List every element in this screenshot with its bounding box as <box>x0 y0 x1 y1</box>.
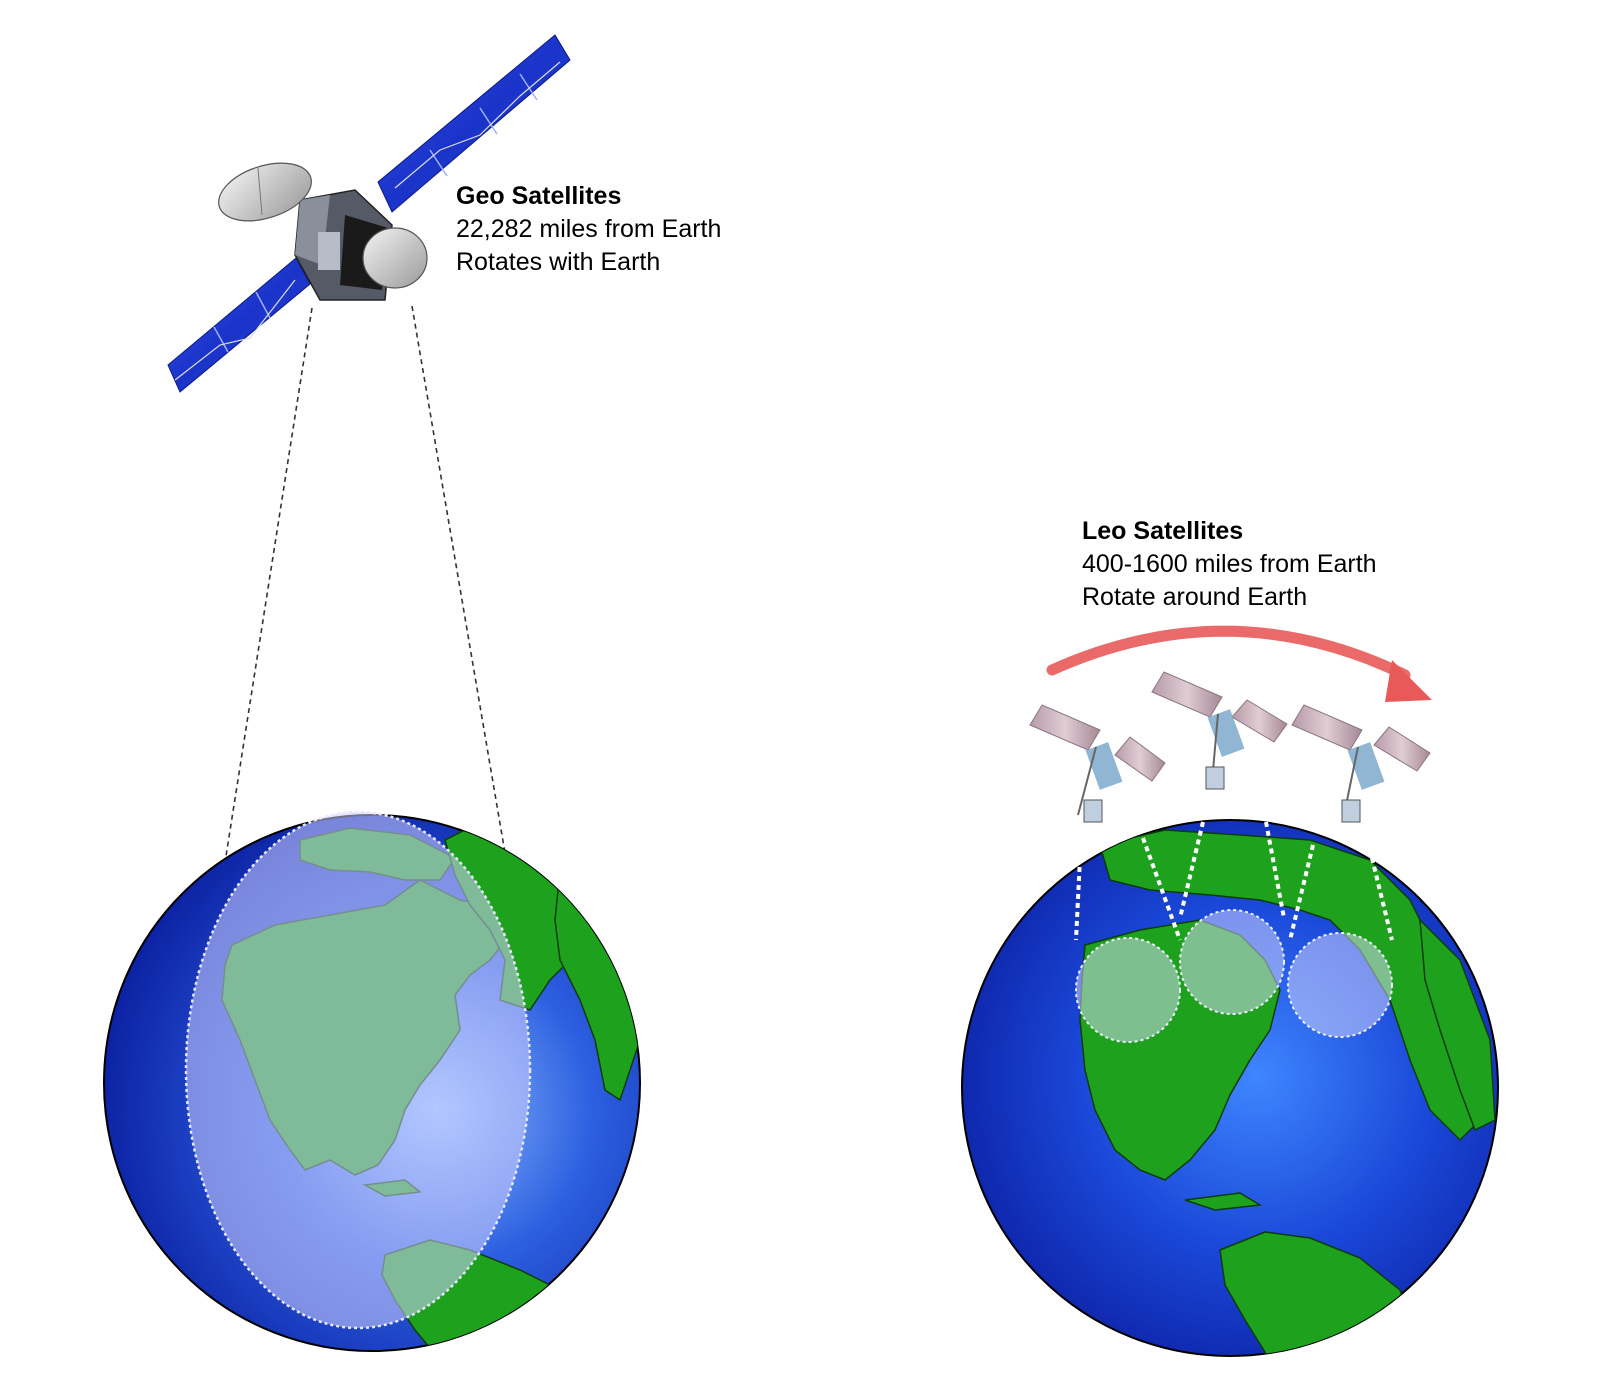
leo-coverage-area <box>1075 937 1181 1043</box>
geo-title: Geo Satellites <box>456 182 622 210</box>
geo-beam-left-line <box>204 307 313 991</box>
geo-satellite-icon <box>167 34 571 393</box>
leo-title: Leo Satellites <box>1082 517 1244 545</box>
leo-beam-lines <box>1074 821 1394 941</box>
earth-globe-icon <box>961 819 1499 1357</box>
leo-satellite-icon <box>1029 704 1166 823</box>
geo-satellites-caption: Geo Satellites 22,282 miles from Earth R… <box>456 180 721 279</box>
rotation-arrow-icon <box>1046 625 1432 702</box>
leo-rotation: Rotate around Earth <box>1082 583 1308 611</box>
leo-satellites-caption: Leo Satellites 400-1600 miles from Earth… <box>1082 515 1377 614</box>
leo-satellite-icon <box>1291 704 1431 823</box>
geo-rotation: Rotates with Earth <box>456 248 661 276</box>
geo-coverage-area <box>184 810 532 1330</box>
geo-distance: 22,282 miles from Earth <box>456 215 722 243</box>
leo-coverage-area <box>1179 909 1285 1015</box>
leo-distance: 400-1600 miles from Earth <box>1082 550 1377 578</box>
leo-satellite-icon <box>1151 671 1288 790</box>
earth-globe-icon <box>103 810 641 1352</box>
leo-coverage-area <box>1287 932 1393 1038</box>
